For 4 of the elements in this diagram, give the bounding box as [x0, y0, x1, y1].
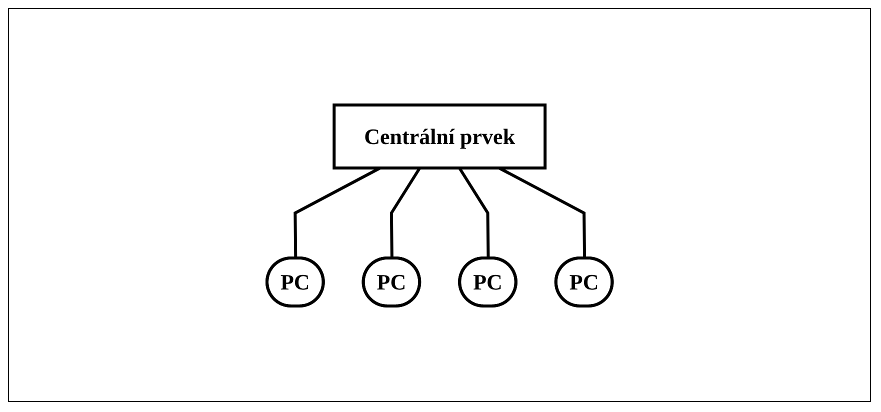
node-box	[332, 103, 546, 169]
diagram-frame: Centrální prvek PC PC PC PC	[8, 8, 871, 402]
connector	[458, 166, 490, 258]
connector	[390, 166, 421, 258]
